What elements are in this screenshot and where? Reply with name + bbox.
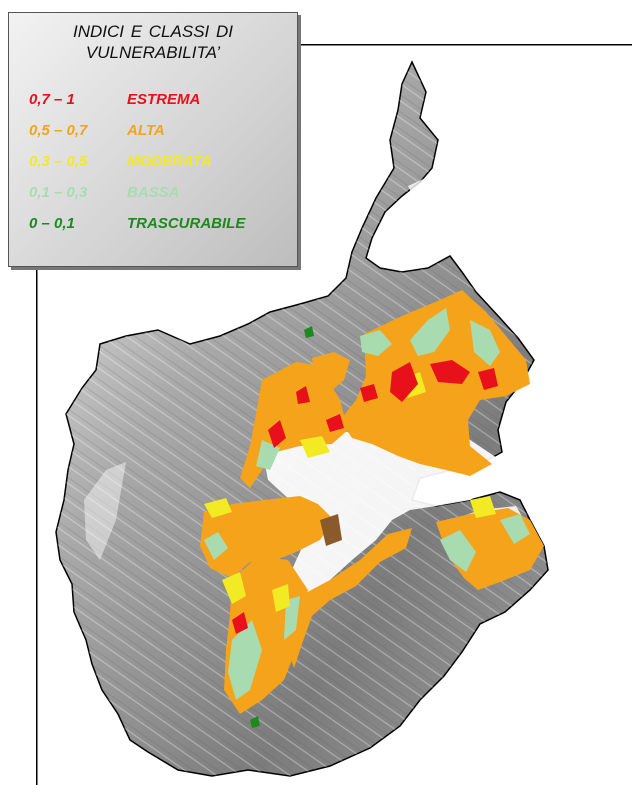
legend-range: 0,5 – 0,7	[29, 122, 88, 139]
zone-other	[320, 514, 342, 546]
legend-class-label: TRASCURABILE	[127, 215, 246, 232]
legend-title-line1: INDICI E CLASSI DI	[73, 22, 233, 41]
legend-class-label: ESTREMA	[127, 91, 201, 108]
legend-title-line2: VULNERABILITA’	[85, 43, 221, 62]
legend-range: 0,1 – 0,3	[29, 184, 88, 201]
legend-range: 0,7 – 1	[29, 91, 75, 108]
legend-title: INDICI E CLASSI DI VULNERABILITA’	[9, 21, 297, 63]
legend-class-label: ALTA	[127, 122, 165, 139]
legend-range: 0 – 0,1	[29, 215, 75, 232]
legend: INDICI E CLASSI DI VULNERABILITA’ 0,7 – …	[8, 12, 298, 267]
frame-left-line	[36, 266, 38, 785]
plain-area	[258, 424, 506, 650]
legend-class-label: MODERATA	[127, 153, 212, 170]
legend-range: 0,3 – 0,5	[29, 153, 88, 170]
zone-estrema	[232, 360, 498, 634]
zone-trascurabile	[250, 326, 314, 728]
legend-class-label: BASSA	[127, 184, 180, 201]
frame-top-line	[298, 44, 632, 46]
zone-bassa	[204, 308, 530, 700]
